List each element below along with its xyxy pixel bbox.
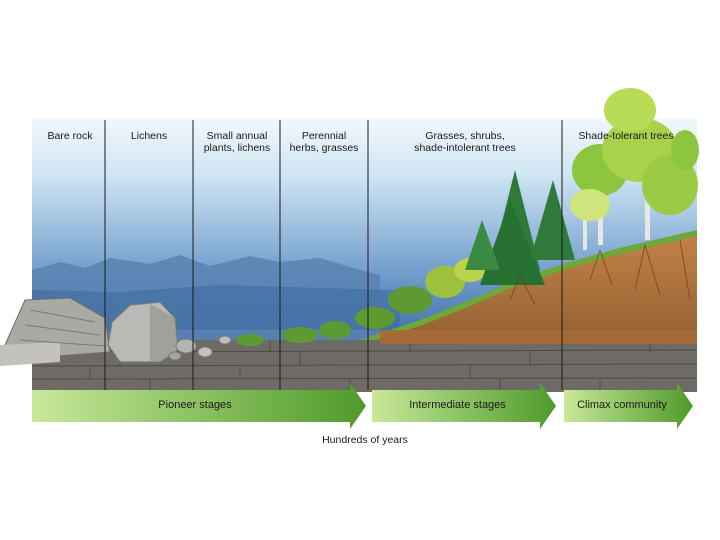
climax-arrow <box>564 383 693 429</box>
stage-label-bare-rock: Bare rock <box>47 130 93 142</box>
tree-roots <box>509 239 691 306</box>
soil-over-bedrock <box>380 330 697 344</box>
conifer-trees <box>465 170 575 285</box>
phase-label-climax: Climax community <box>577 399 667 411</box>
intermediate-arrow <box>372 383 556 429</box>
phase-label-pioneer: Pioneer stages <box>158 399 232 411</box>
stage-label-perennial: Perennial herbs, grasses <box>289 130 359 154</box>
stage-label-lichens: Lichens <box>130 130 168 142</box>
rock-lines <box>19 309 106 347</box>
grass-clumps <box>236 258 486 346</box>
grass-slope <box>200 230 697 360</box>
small-stone <box>218 335 232 345</box>
stage-label-grasses-shrubs: Grasses, shrubs, shade-intolerant trees <box>414 130 516 154</box>
small-stone <box>168 351 182 361</box>
stage-label-shade-tolerant: Shade-tolerant trees <box>578 130 674 142</box>
stage-label-small-annual: Small annual plants, lichens <box>203 130 271 154</box>
small-stone <box>197 346 213 358</box>
bare-rock-base <box>0 342 60 366</box>
stage-dividers <box>104 120 563 390</box>
phase-label-intermediate: Intermediate stages <box>409 399 506 411</box>
pioneer-arrow <box>32 383 366 429</box>
deciduous-trees <box>570 88 699 250</box>
time-axis-label: Hundreds of years <box>322 434 408 446</box>
boulder-shade <box>150 304 178 362</box>
small-stone <box>175 338 197 354</box>
